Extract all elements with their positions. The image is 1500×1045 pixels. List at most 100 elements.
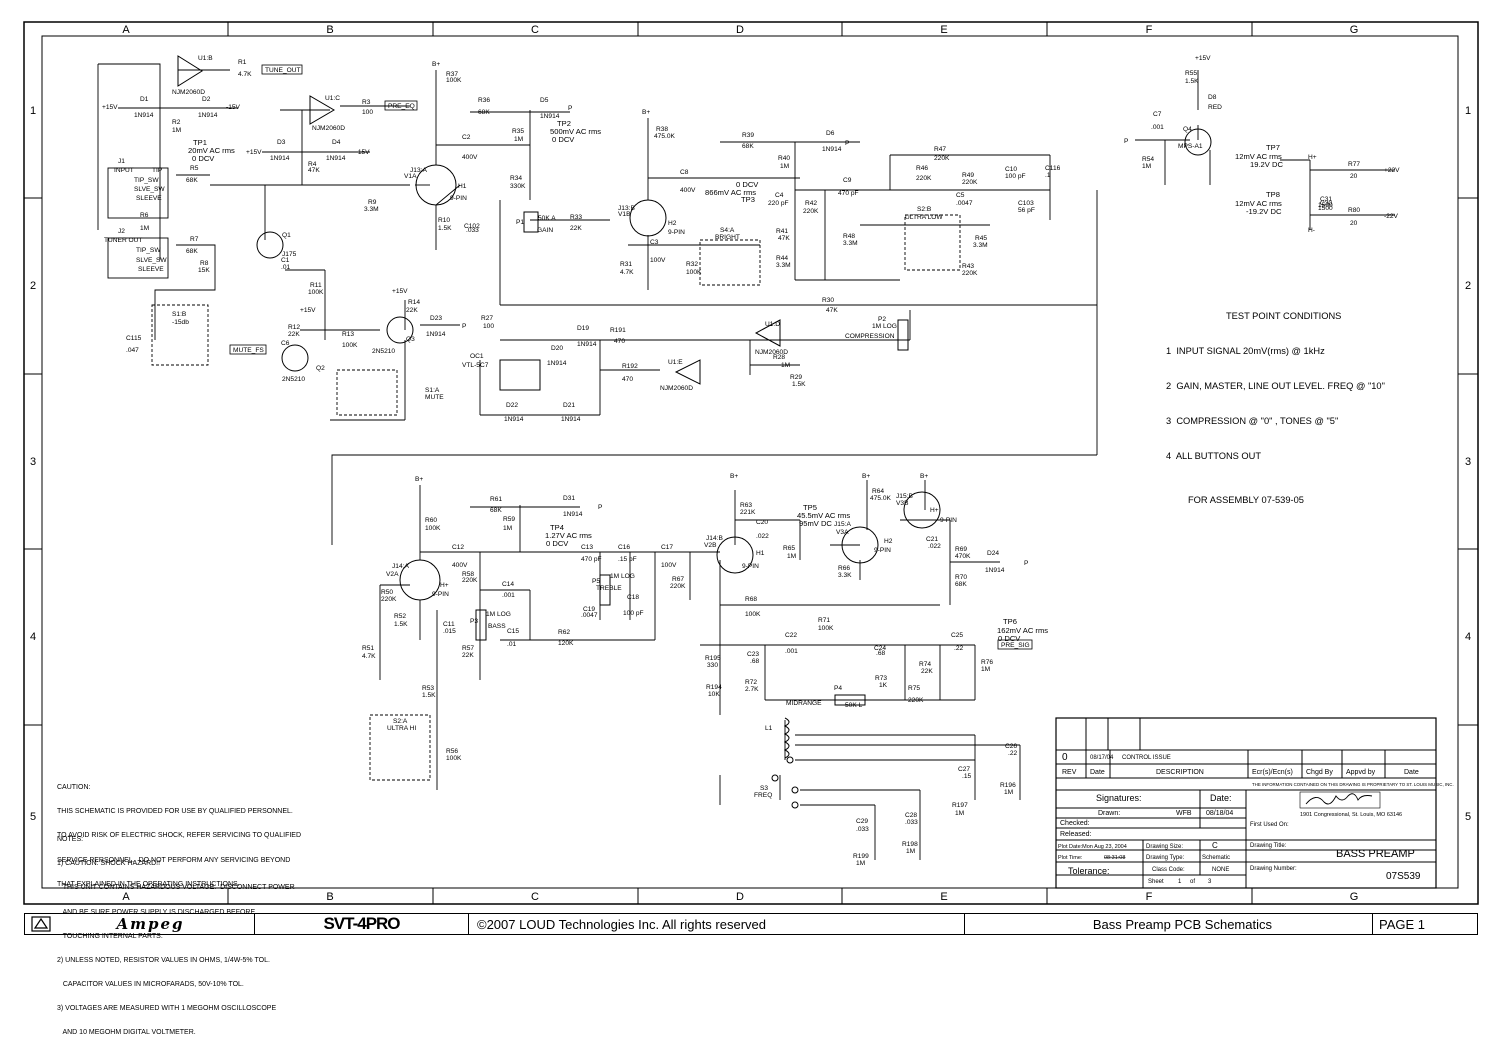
- notes-line: TOUCHING INTERNAL PARTS.: [57, 932, 163, 940]
- label-components-41-value: 220K: [381, 596, 397, 603]
- label-components-78-label: C1: [281, 257, 290, 264]
- row-label-3-right: 3: [1465, 456, 1471, 468]
- label-components-17-label: R14: [408, 299, 420, 306]
- label-components-125-value: 1N914: [985, 567, 1005, 574]
- label-components-16-value: 100K: [342, 342, 358, 349]
- label-labels-p: P: [1024, 560, 1029, 567]
- notes-line: THIS UNIT CONTAINS HAZARDOUS VOLTAGE. DI…: [57, 884, 295, 892]
- label-components-86-label: C9: [843, 177, 852, 184]
- label-title_block-released: Released:: [1060, 831, 1092, 838]
- footer-doc-title: Bass Preamp PCB Schematics: [1092, 916, 1272, 932]
- label-title_block-sheet_num: 1: [1178, 879, 1182, 885]
- label-title_block-headers-chgd: Chgd By: [1306, 769, 1333, 776]
- label-components-84-value: .001: [1151, 124, 1164, 131]
- label-components-19-value: 1M: [781, 362, 790, 369]
- label-components-129-label: Q3: [406, 336, 415, 343]
- label-components-81-label: C4: [775, 192, 784, 199]
- label-title_block-drawing_type_label: Drawing Type:: [1146, 855, 1185, 861]
- label-labels-minus22: -22V: [1384, 213, 1399, 220]
- label-components-52-label: R61: [490, 496, 502, 503]
- label-components-71-label: R192: [622, 363, 638, 370]
- label-components-51-value: 100K: [425, 525, 441, 532]
- label-components-112-label: C116: [1045, 165, 1061, 172]
- label-labels-s4a: S4:A: [720, 227, 735, 234]
- label-components-100-label: C23: [747, 651, 759, 658]
- label-components-87-label: C10: [1005, 166, 1017, 173]
- label-components-101-value: .68: [876, 650, 885, 657]
- label-labels-plus15: +15V: [102, 104, 118, 111]
- label-tp_annotations-7-v2: -19.2V DC: [1246, 207, 1282, 216]
- label-components-49-value: 220K: [462, 577, 478, 584]
- label-components-63-value: 2.7K: [745, 686, 759, 693]
- assembly-label: FOR ASSEMBLY 07-539-05: [1188, 495, 1304, 506]
- label-components-91-label: C14: [502, 581, 514, 588]
- label-tp_annotations-7-tp: TP8: [1266, 190, 1280, 199]
- row-label-2-right: 2: [1465, 280, 1471, 292]
- label-components-66-label: R75: [908, 685, 920, 692]
- label-components-70-value: 470: [614, 338, 625, 345]
- label-components-106-label: C29: [856, 818, 868, 825]
- label-components-4-label: R1: [238, 59, 247, 66]
- label-components-40-label: R49: [962, 172, 974, 179]
- label-components-112-value: .1: [1045, 172, 1051, 179]
- label-title_block-first_used: First Used On:: [1250, 822, 1289, 828]
- label-components-96-label: C19: [583, 606, 595, 613]
- label-components-26-value: 1M: [514, 136, 523, 143]
- test-point-annotations: TP1 20mV AC rms 0 DCV TP2 500mV AC rms 0…: [188, 119, 1283, 643]
- label-components-9-label: R6: [140, 212, 149, 219]
- label-components-40-value: 220K: [962, 179, 978, 186]
- label-tp_annotations-3-v1: 1.27V AC rms: [545, 531, 592, 540]
- label-components-62-label: R71: [818, 617, 830, 624]
- label-tp_annotations-6-v2: 19.2V DC: [1250, 160, 1283, 169]
- caution-title: CAUTION:: [57, 784, 91, 792]
- label-components-13-value: 1.5K: [438, 225, 452, 232]
- label-components-25-value: 330K: [510, 183, 526, 190]
- label-labels-p5: P5: [592, 578, 600, 585]
- label-components-89-label: C12: [452, 544, 464, 551]
- label-components-37-label: R46: [916, 165, 928, 172]
- label-components-95-value: 100 pF: [623, 610, 644, 617]
- label-components-67-label: R76: [981, 659, 993, 666]
- label-components-107-label: C30: [1320, 200, 1332, 207]
- label-components-18-value: 100: [483, 323, 494, 330]
- label-components-125-label: D24: [987, 550, 999, 557]
- label-title_block-plot_date: Plot Date:Mon Aug 23, 2004: [1058, 844, 1127, 850]
- label-components-57-value: 3.3K: [838, 572, 852, 579]
- label-components-59-label: R68: [745, 596, 757, 603]
- col-label-b-bottom: B: [326, 891, 333, 903]
- label-labels-h2: H2: [884, 538, 893, 545]
- label-labels-bass: BASS: [488, 623, 506, 630]
- label-components-22-label: R31: [620, 261, 632, 268]
- label-components-8-label: R5: [190, 165, 199, 172]
- label-labels-s1b_db: -15db: [172, 319, 189, 326]
- label-labels-mute: MUTE: [425, 394, 444, 401]
- label-components-60-label: R69: [955, 546, 967, 553]
- label-components-14-value: 100K: [308, 289, 324, 296]
- label-labels-j1: J1: [118, 158, 125, 165]
- label-components-70-label: R191: [610, 327, 626, 334]
- label-components-33-label: R42: [805, 200, 817, 207]
- label-components-28-value: 100K: [446, 77, 462, 84]
- label-components-128-value: 2N5210: [282, 376, 305, 383]
- label-components-12-label: R9: [368, 199, 377, 206]
- label-components-36-label: R45: [975, 235, 987, 242]
- label-labels-hplus: H+: [440, 582, 449, 589]
- label-components-108-value: 1500: [1318, 202, 1333, 209]
- label-components-51-label: R60: [425, 517, 437, 524]
- label-labels-slve_sw: SLVE_SW: [134, 186, 165, 193]
- label-components-79-label: C2: [462, 134, 471, 141]
- test-point-item: 4 ALL BUTTONS OUT: [1166, 450, 1262, 461]
- label-components-84-label: C7: [1153, 111, 1162, 118]
- label-labels-s2b: S2:B: [917, 206, 932, 213]
- label-components-76-value: 1M: [906, 848, 915, 855]
- label-labels-p3_val: 1M LOG: [486, 611, 511, 618]
- label-components-110-value: 56 pF: [1018, 207, 1035, 214]
- label-components-16-label: R13: [342, 331, 354, 338]
- label-components-105-label: C28: [905, 812, 917, 819]
- label-labels-p: P: [1124, 138, 1129, 145]
- label-components-23-value: 100K: [686, 269, 702, 276]
- label-tp_annotations-3-tp: TP4: [550, 523, 564, 532]
- label-components-47-value: 100K: [446, 755, 462, 762]
- label-labels-s1b: S1:B: [172, 311, 187, 318]
- label-tp_annotations-1-v2: 0 DCV: [552, 135, 575, 144]
